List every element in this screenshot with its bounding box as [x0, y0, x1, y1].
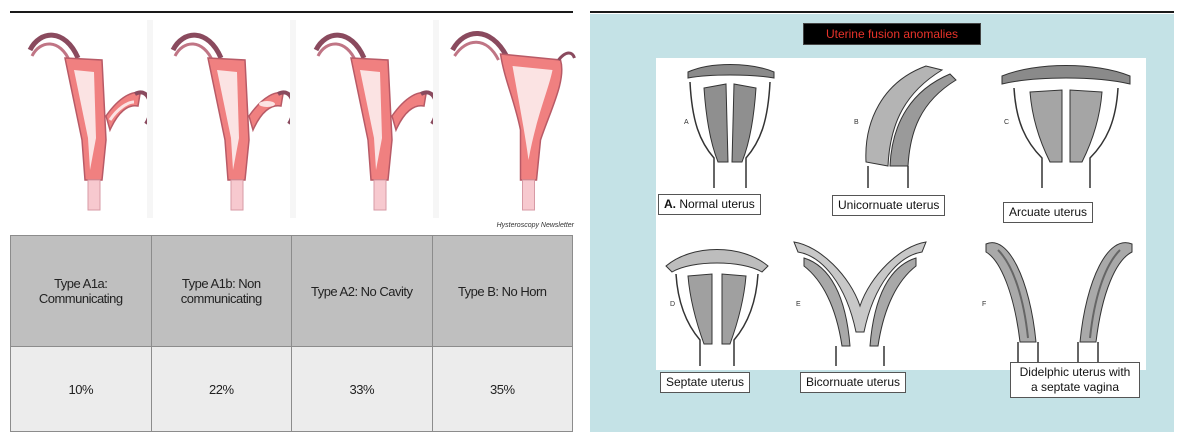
header-cell: Type A1a: Communicating — [11, 236, 152, 347]
value-cell: 35% — [432, 347, 573, 432]
diagram-unicornuate-uterus: B — [846, 62, 966, 192]
diagram-normal-uterus: A — [680, 62, 780, 192]
unicornuate-classification-panel: Hysteroscopy Newsletter Type A1a: Commun… — [0, 0, 578, 432]
illustration-type-b — [439, 20, 576, 218]
label-septate-uterus: Septate uterus — [660, 372, 750, 393]
illustration-type-a1a — [10, 20, 147, 218]
fusion-anomalies-panel: Uterine fusion anomalies A B — [590, 14, 1174, 432]
header-cell: Type A1b: Non communicating — [151, 236, 292, 347]
label-unicornuate-uterus: Unicornuate uterus — [832, 195, 945, 216]
header-cell: Type A2: No Cavity — [292, 236, 433, 347]
diagram-didelphic-uterus: F — [978, 230, 1140, 368]
illustration-type-a2 — [296, 20, 433, 218]
header-cell: Type B: No Horn — [432, 236, 573, 347]
anomaly-illustrations — [10, 20, 573, 218]
uterus-diagram-panel: A B C — [656, 58, 1146, 370]
table-header-row: Type A1a: Communicating Type A1b: Non co… — [11, 236, 573, 347]
diagram-letter: C — [1004, 119, 1009, 126]
right-top-rule — [590, 11, 1174, 13]
diagram-letter: E — [796, 301, 801, 308]
value-cell: 33% — [292, 347, 433, 432]
diagram-letter: B — [854, 119, 859, 126]
panel-title: Uterine fusion anomalies — [803, 23, 981, 45]
diagram-letter: A — [684, 119, 689, 126]
label-normal-uterus: A. Normal uterus — [658, 194, 761, 215]
table-value-row: 10% 22% 33% 35% — [11, 347, 573, 432]
illustration-type-a1b — [153, 20, 290, 218]
label-text: Normal uterus — [679, 197, 754, 211]
diagram-arcuate-uterus: C — [996, 62, 1136, 192]
label-didelphic-uterus: Didelphic uterus with a septate vagina — [1010, 362, 1140, 398]
diagram-letter: F — [982, 301, 986, 308]
value-cell: 10% — [11, 347, 152, 432]
label-bicornuate-uterus: Bicornuate uterus — [800, 372, 906, 393]
diagram-letter: D — [670, 301, 675, 308]
value-cell: 22% — [151, 347, 292, 432]
classification-table: Type A1a: Communicating Type A1b: Non co… — [10, 235, 573, 432]
label-letter-a: A. — [664, 197, 676, 211]
label-arcuate-uterus: Arcuate uterus — [1003, 202, 1093, 223]
diagram-bicornuate-uterus: E — [790, 236, 930, 368]
image-credit: Hysteroscopy Newsletter — [470, 222, 574, 229]
diagram-septate-uterus: D — [662, 236, 772, 368]
